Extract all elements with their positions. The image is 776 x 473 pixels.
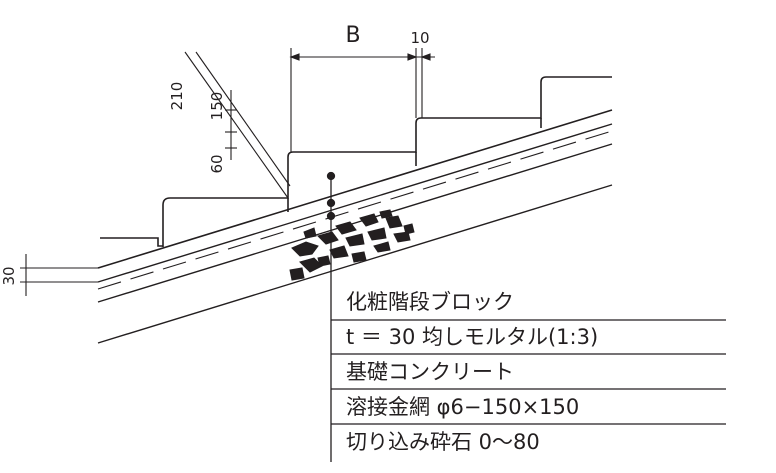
block-bottom-line <box>97 109 613 269</box>
dimension-b <box>289 48 435 152</box>
legend-item-gravel: 切り込み砕石 0〜80 <box>346 430 540 454</box>
rubble-hatch <box>289 209 415 281</box>
dimension-tread-label: 150 <box>208 92 226 121</box>
legend-item-mesh: 溶接金網 φ6−150×150 <box>346 395 580 419</box>
mortar-bottom-line <box>97 123 613 283</box>
leader-dot-concrete <box>326 211 336 221</box>
dimension-slope <box>184 51 291 199</box>
gravel-bottom-line <box>97 184 613 344</box>
legend-lines <box>331 319 726 425</box>
mesh-dashed-line <box>97 130 613 290</box>
leader <box>326 171 336 462</box>
leader-dot-mortar <box>326 198 336 208</box>
leader-dot-block <box>326 171 336 181</box>
legend-item-concrete: 基礎コンクリート <box>346 360 514 384</box>
legend-item-mortar: t ＝ 30 均しモルタル(1:3) <box>346 325 599 349</box>
stair-blocks <box>100 76 612 247</box>
dimension-mortar-label: 30 <box>0 266 18 285</box>
concrete-bottom-line <box>97 143 613 303</box>
dimension-b-label: B <box>345 23 360 48</box>
slab-layers <box>97 109 613 344</box>
dimension-mortar <box>20 254 98 296</box>
dimension-riser-label: 210 <box>168 82 186 111</box>
legend-item-block: 化粧階段ブロック <box>346 290 514 314</box>
dimension-nosing-label: 60 <box>208 154 226 173</box>
dimension-joint-label: 10 <box>410 29 429 47</box>
lower-landing <box>100 237 163 247</box>
